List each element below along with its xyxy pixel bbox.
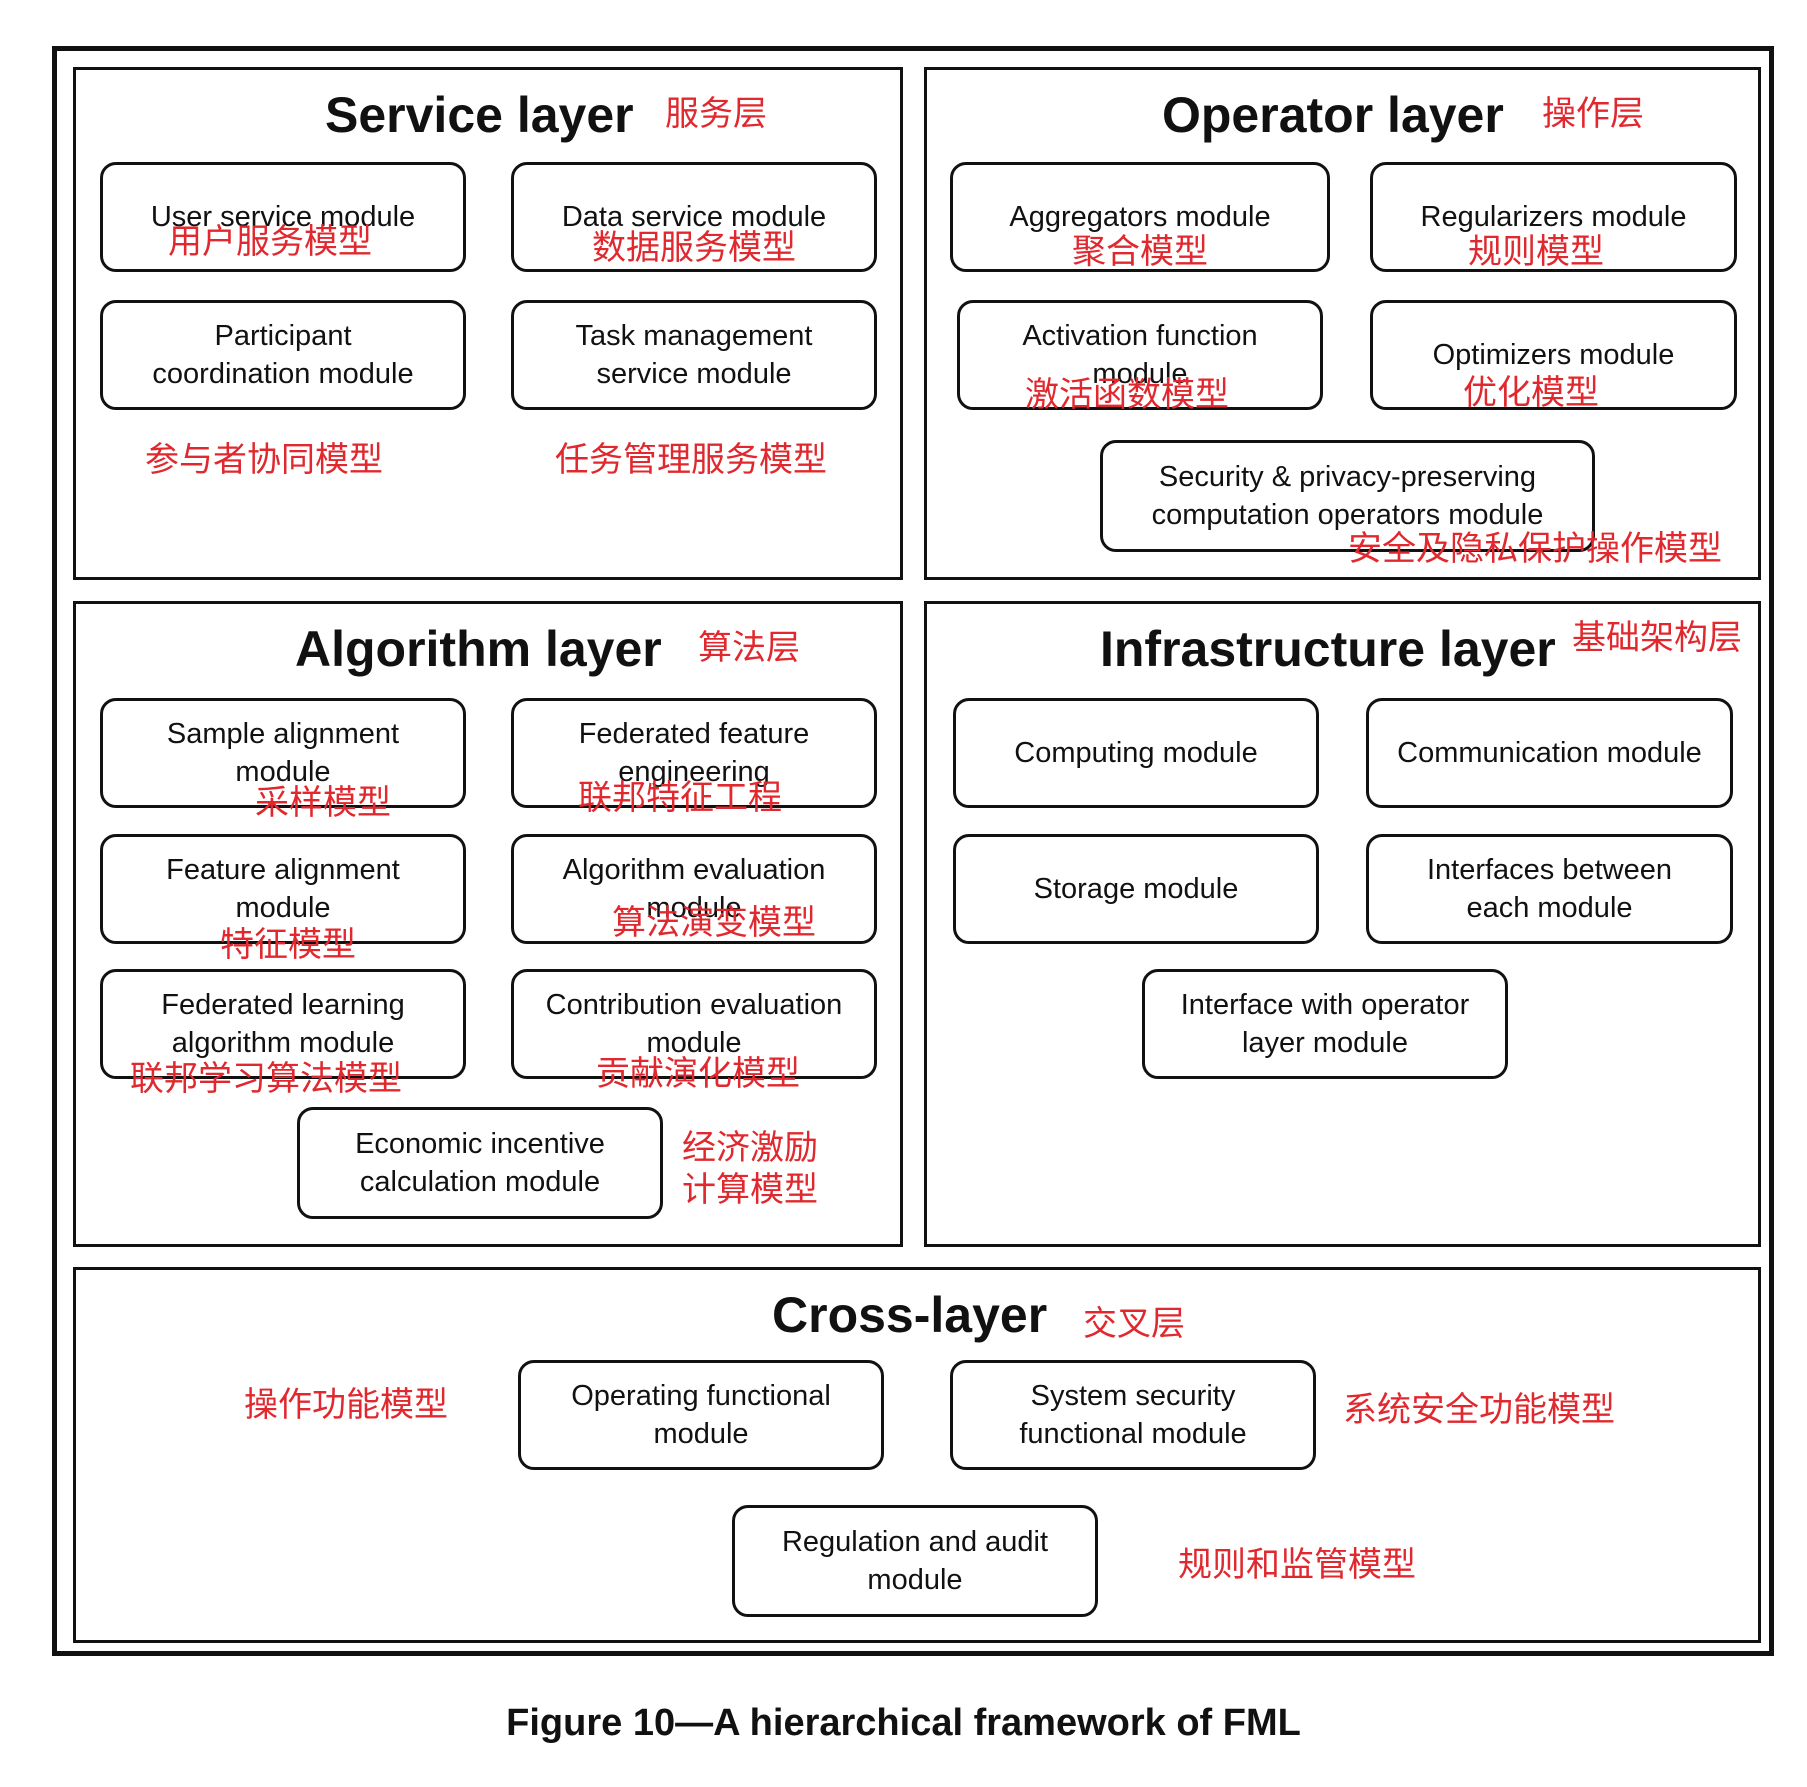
data-service-module: Data service module xyxy=(511,162,877,272)
module-label: Computing module xyxy=(1014,737,1258,769)
operator-layer-title: Operator layer xyxy=(1162,87,1504,143)
infrastructure-layer-title: Infrastructure layer xyxy=(1100,621,1556,677)
infrastructure-layer-title-cn: 基础架构层 xyxy=(1572,618,1742,658)
module-label: Federated learning algorithm module xyxy=(161,989,405,1059)
module-label: Regularizers module xyxy=(1420,201,1687,233)
regularizers-module: Regularizers module xyxy=(1370,162,1737,272)
module-label: Economic incentive calculation module xyxy=(355,1128,605,1198)
algorithm-layer-panel xyxy=(73,601,903,1247)
task-management-service-module: Task management service module xyxy=(511,300,877,410)
algorithm-layer-title-cn: 算法层 xyxy=(698,628,800,668)
aggregators-module: Aggregators module xyxy=(950,162,1330,272)
algorithm-evaluation-module-cn: 算法演变模型 xyxy=(612,903,816,943)
storage-module: Storage module xyxy=(953,834,1319,944)
module-label: Activation function module xyxy=(1022,320,1258,390)
module-label: Security & privacy-preserving computatio… xyxy=(1151,461,1544,531)
user-service-module: User service module xyxy=(100,162,466,272)
operator-layer-title-cn: 操作层 xyxy=(1542,94,1644,134)
module-label: System security functional module xyxy=(1019,1380,1247,1450)
module-label: Interface with operator layer module xyxy=(1180,989,1470,1059)
task-management-service-module-cn: 任务管理服务模型 xyxy=(555,440,827,480)
system-security-functional-module-cn: 系统安全功能模型 xyxy=(1343,1390,1615,1430)
regulation-and-audit-module-cn: 规则和监管模型 xyxy=(1178,1545,1416,1585)
module-label: Participant coordination module xyxy=(152,320,414,390)
module-label: Operating functional module xyxy=(571,1380,831,1450)
computing-module: Computing module xyxy=(953,698,1319,808)
regularizers-module-cn: 规则模型 xyxy=(1468,232,1604,272)
operating-functional-module: Operating functional module xyxy=(518,1360,884,1470)
system-security-functional-module: System security functional module xyxy=(950,1360,1316,1470)
module-label: Optimizers module xyxy=(1432,339,1675,371)
feature-alignment-module-cn: 特征模型 xyxy=(220,925,356,965)
module-label: Regulation and audit module xyxy=(781,1526,1049,1596)
contribution-evaluation-module: Contribution evaluation module xyxy=(511,969,877,1079)
operator-layer-panel xyxy=(924,67,1761,580)
module-label: User service module xyxy=(150,201,416,233)
security-privacy-operators-module: Security & privacy-preserving computatio… xyxy=(1100,440,1595,552)
module-label: Communication module xyxy=(1397,737,1702,769)
economic-incentive-calculation-module-cn: 经济激励 计算模型 xyxy=(682,1128,818,1210)
module-label: Feature alignment module xyxy=(166,854,400,924)
infrastructure-layer-panel xyxy=(924,601,1761,1247)
module-label: Sample alignment module xyxy=(166,718,400,788)
security-privacy-operators-module-cn: 安全及隐私保护操作模型 xyxy=(1348,529,1722,569)
module-label: Task management service module xyxy=(575,320,813,390)
cross-layer-title-cn: 交叉层 xyxy=(1083,1304,1185,1344)
sample-alignment-module-cn: 采样模型 xyxy=(255,783,391,823)
activation-function-module-cn: 激活函数模型 xyxy=(1025,375,1229,415)
module-label: Aggregators module xyxy=(1009,201,1271,233)
module-label: Contribution evaluation module xyxy=(545,989,843,1059)
algorithm-layer-title: Algorithm layer xyxy=(295,621,662,677)
feature-alignment-module: Feature alignment module xyxy=(100,834,466,944)
module-label: Storage module xyxy=(1033,873,1239,905)
activation-function-module: Activation function module xyxy=(957,300,1323,410)
module-label: Interfaces between each module xyxy=(1426,854,1673,924)
cross-layer-title: Cross-layer xyxy=(772,1287,1048,1343)
optimizers-module: Optimizers module xyxy=(1370,300,1737,410)
service-layer-panel xyxy=(73,67,903,580)
outer-frame xyxy=(52,46,1774,1656)
communication-module: Communication module xyxy=(1366,698,1733,808)
optimizers-module-cn: 优化模型 xyxy=(1463,373,1599,413)
economic-incentive-calculation-module: Economic incentive calculation module xyxy=(297,1107,663,1219)
participant-coordination-module-cn: 参与者协同模型 xyxy=(145,440,383,480)
data-service-module-cn: 数据服务模型 xyxy=(592,228,796,268)
federated-learning-algorithm-module: Federated learning algorithm module xyxy=(100,969,466,1079)
figure-caption: Figure 10—A hierarchical framework of FM… xyxy=(506,1702,1301,1744)
interface-with-operator-layer-module: Interface with operator layer module xyxy=(1142,969,1508,1079)
user-service-module-cn: 用户服务模型 xyxy=(168,222,372,262)
sample-alignment-module: Sample alignment module xyxy=(100,698,466,808)
service-layer-title: Service layer xyxy=(325,87,634,143)
module-label: Federated feature engineering xyxy=(578,718,810,788)
regulation-and-audit-module: Regulation and audit module xyxy=(732,1505,1098,1617)
cross-layer-panel xyxy=(73,1267,1761,1643)
service-layer-title-cn: 服务层 xyxy=(665,94,767,134)
participant-coordination-module: Participant coordination module xyxy=(100,300,466,410)
aggregators-module-cn: 聚合模型 xyxy=(1072,232,1208,272)
operating-functional-module-cn: 操作功能模型 xyxy=(244,1385,448,1425)
module-label: Data service module xyxy=(561,201,827,233)
module-label: Algorithm evaluation module xyxy=(562,854,826,924)
contribution-evaluation-module-cn: 贡献演化模型 xyxy=(596,1054,800,1094)
interfaces-between-modules: Interfaces between each module xyxy=(1366,834,1733,944)
algorithm-evaluation-module: Algorithm evaluation module xyxy=(511,834,877,944)
federated-learning-algorithm-module-cn: 联邦学习算法模型 xyxy=(130,1059,402,1099)
federated-feature-engineering-cn: 联邦特征工程 xyxy=(578,778,782,818)
federated-feature-engineering: Federated feature engineering xyxy=(511,698,877,808)
